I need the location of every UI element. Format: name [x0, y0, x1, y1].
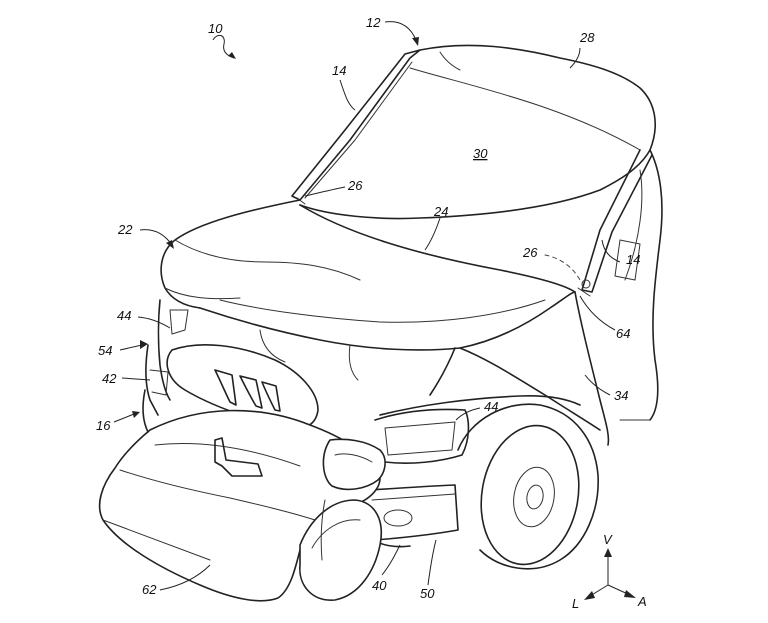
- axis-triad: [584, 548, 636, 600]
- front-wheel: [457, 403, 599, 570]
- axis-lateral-label: L: [572, 596, 579, 611]
- mount-left: [296, 197, 306, 205]
- ref-vehicle: 10: [208, 21, 223, 36]
- hood-airbag: [160, 199, 576, 396]
- axis-vertical-label: V: [603, 532, 613, 547]
- ref-mount-left: 26: [347, 178, 363, 193]
- ref-windshield: 30: [473, 146, 488, 161]
- a-pillar-left: [291, 49, 421, 201]
- ref-windshield-edge: 24: [433, 204, 448, 219]
- ref-grille-region: 54: [98, 343, 112, 358]
- ref-headlamp-left: 42: [102, 371, 117, 386]
- ref-a-pillar-left: 14: [332, 63, 346, 78]
- ref-fascia-left: 44: [117, 308, 131, 323]
- grille-airbag: [166, 344, 319, 430]
- leaders: [113, 21, 621, 591]
- axis-axial-label: A: [637, 594, 647, 609]
- left-fascia: [145, 299, 189, 416]
- ref-front-end: 16: [96, 418, 111, 433]
- ref-fascia-right: 44: [484, 399, 498, 414]
- ref-pillar-region: 12: [366, 15, 381, 30]
- bumper-airbag: [98, 409, 386, 602]
- ref-a-pillar-right: 14: [626, 252, 640, 267]
- ref-mount-right: 26: [522, 245, 538, 260]
- right-fascia: [374, 408, 470, 464]
- body-fender: [379, 291, 651, 446]
- a-pillar-right: [581, 149, 663, 421]
- ref-windshield-airbag: 28: [579, 30, 595, 45]
- ref-side-mount: 64: [616, 326, 630, 341]
- ref-fender: 34: [614, 388, 628, 403]
- ref-bumper-assembly: 40: [372, 578, 387, 593]
- bumper-assembly: [369, 484, 459, 548]
- ref-bumper-bracket: 50: [420, 586, 435, 601]
- front-end-left: [142, 389, 149, 433]
- mount-right: [577, 279, 591, 297]
- ref-hood-airbag: 22: [117, 222, 133, 237]
- windshield-airbag: [299, 44, 656, 220]
- ref-bumper-airbag: 62: [142, 582, 157, 597]
